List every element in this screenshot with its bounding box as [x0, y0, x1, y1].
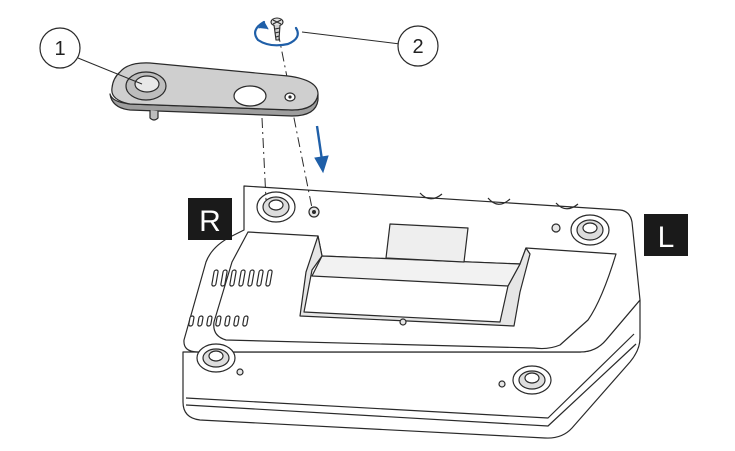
- mount-hole-center: [399, 318, 407, 326]
- side-label-right-text: R: [199, 205, 221, 238]
- callout-2: 2: [301, 25, 439, 67]
- callout-2-circle: [397, 25, 439, 67]
- side-label-left-text: L: [658, 221, 675, 254]
- foot-front-left: [512, 365, 552, 395]
- callout-1-leader: [77, 57, 143, 85]
- callout-1-circle: [39, 27, 81, 69]
- callout-2-number: 2: [412, 36, 423, 58]
- side-label-left-bg: [644, 214, 688, 256]
- base-rim-line-2: [185, 343, 637, 427]
- bracket-plate: [109, 62, 319, 121]
- rotate-arrow-icon: [254, 20, 299, 47]
- alignment-line-bracket: [261, 117, 267, 201]
- foot-rear-left: [570, 214, 610, 246]
- bracket-face: [111, 62, 319, 111]
- alignment-lines: [261, 31, 313, 209]
- screw-slot: [272, 19, 282, 25]
- foot-front-right: [196, 343, 236, 373]
- foot-rear-right: [256, 191, 296, 223]
- bracket-screw-hole-dot: [288, 95, 292, 99]
- callout-1-number: 1: [54, 38, 65, 60]
- mount-hole-bottom-right: [498, 380, 506, 388]
- side-label-left: L: [644, 214, 688, 256]
- callout-2-leader: [301, 31, 401, 45]
- screw: [270, 17, 284, 41]
- base-unit: [182, 185, 641, 439]
- base-rim-line: [185, 333, 635, 419]
- bracket-large-hole: [233, 85, 267, 107]
- mount-hole-r-inner: [312, 210, 316, 214]
- screw-thread: [274, 27, 281, 38]
- rear-notch-3: [555, 202, 579, 210]
- down-arrow-icon: [314, 125, 329, 174]
- mount-hole-l: [551, 223, 561, 233]
- side-label-right-bg: [188, 198, 232, 240]
- rear-notch-1: [419, 192, 443, 200]
- vent-slots-lower: [188, 315, 249, 327]
- mount-hole-bottom-left: [236, 368, 244, 376]
- callout-1: 1: [39, 27, 143, 85]
- label-plate: [385, 223, 469, 263]
- base-channel: [299, 235, 531, 327]
- rear-notch-2: [487, 197, 511, 205]
- bracket-boss-top: [134, 75, 160, 93]
- vent-slots-upper: [211, 269, 273, 287]
- bracket-peg: [149, 110, 159, 121]
- side-label-right: R: [188, 198, 232, 240]
